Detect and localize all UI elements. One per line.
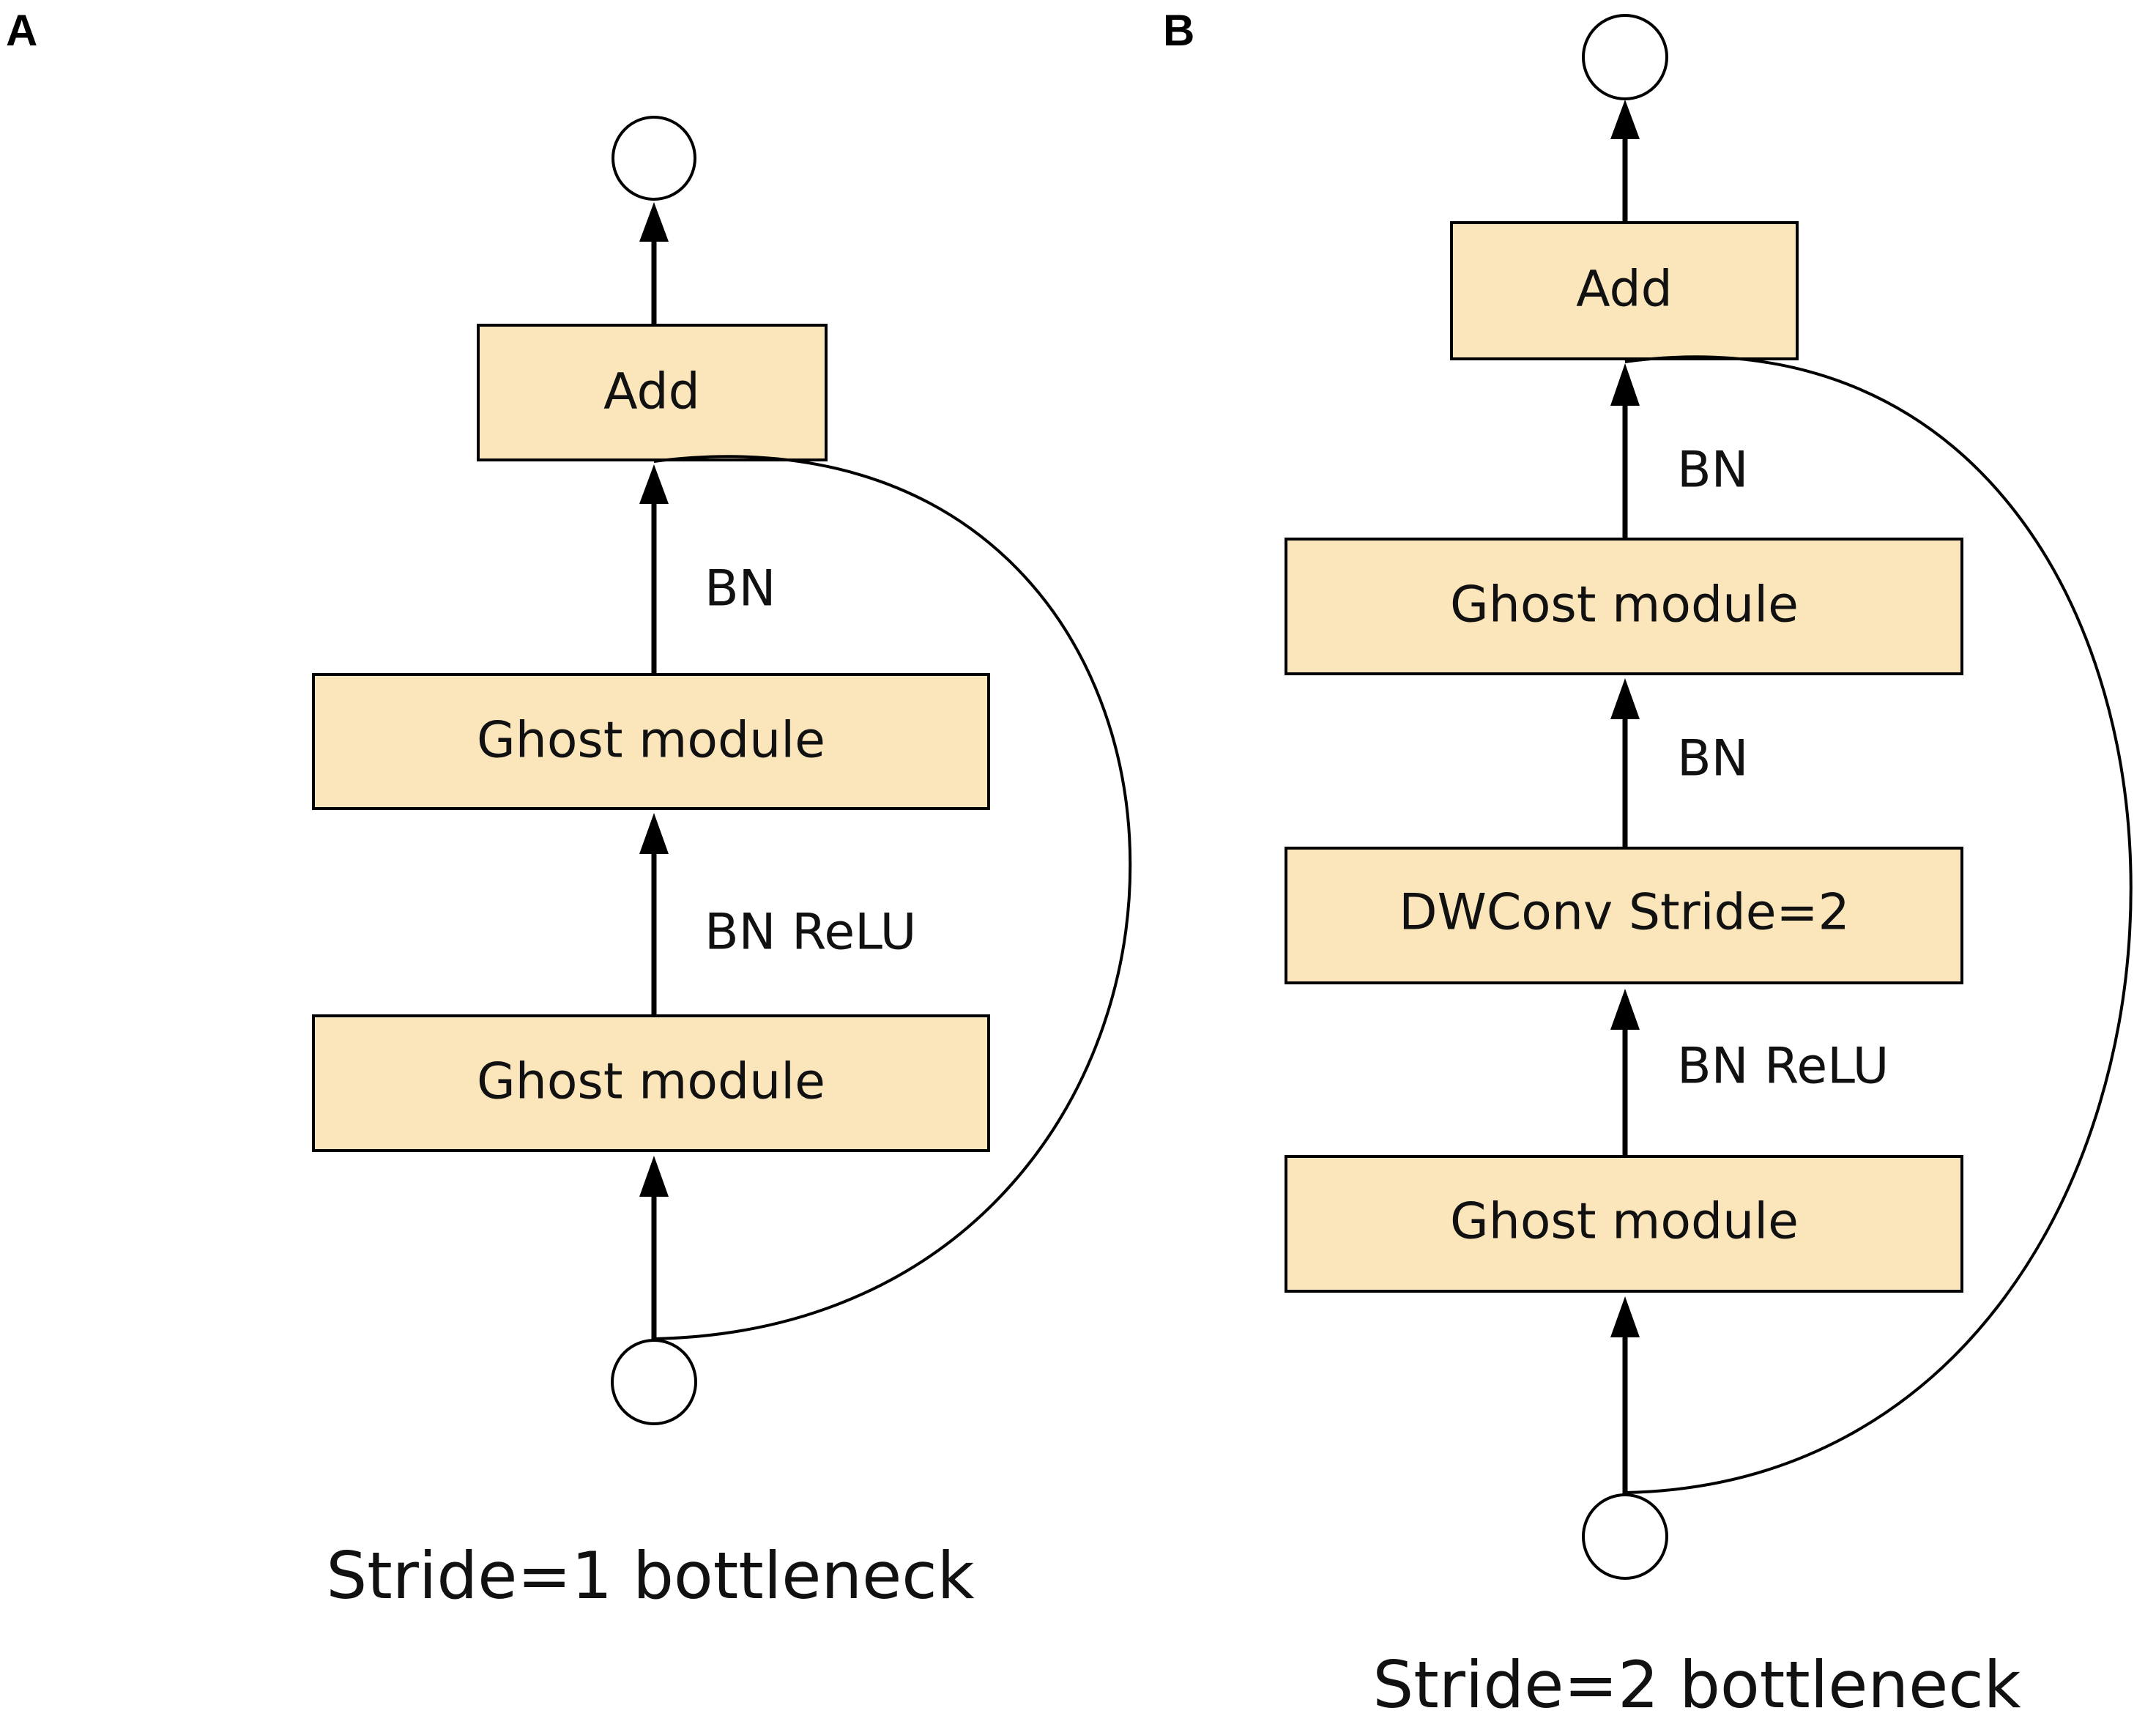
panel-b-arrow-ghost-to-dwconv	[1610, 989, 1640, 1155]
panel-a-input-node	[611, 1339, 697, 1425]
panel-a-label-bn: BN	[705, 560, 776, 618]
panel-b-ghost-top-label: Ghost module	[1450, 576, 1799, 634]
panel-b-input-node	[1582, 1493, 1668, 1580]
panel-b-skip-connection	[1624, 355, 2133, 1494]
panel-b-arrow-input-to-ghost	[1610, 1296, 1640, 1494]
panel-b-add-box: Add	[1450, 221, 1799, 360]
panel-a-add-box: Add	[477, 324, 828, 461]
panel-b-arrow-dwconv-to-ghost	[1610, 678, 1640, 847]
panel-b-ghost-bottom-label: Ghost module	[1450, 1193, 1799, 1251]
panel-a-arrow-input-to-ghost	[639, 1156, 669, 1340]
panel-b-label-bn-relu: BN ReLU	[1677, 1038, 1889, 1096]
panel-b-label-bn-mid: BN	[1677, 730, 1749, 788]
panel-b-dwconv-label: DWConv Stride=2	[1399, 884, 1850, 942]
panel-a-arrow-ghost-to-add	[639, 464, 669, 674]
panel-a-arrow-ghost-to-ghost	[639, 813, 669, 1015]
panel-b-output-node	[1582, 14, 1668, 100]
panel-b-add-label: Add	[1576, 261, 1673, 319]
panel-a-letter: A	[6, 6, 37, 55]
panel-b: B Add BN Ghost module BN	[1163, 6, 2133, 1723]
panel-a-caption: Stride=1 bottleneck	[326, 1538, 974, 1613]
panel-b-ghost-module-top: Ghost module	[1285, 538, 1963, 675]
panel-a-skip-connection	[653, 455, 1132, 1340]
panel-b-ghost-module-bottom: Ghost module	[1285, 1155, 1963, 1293]
panel-a-ghost-module-bottom: Ghost module	[312, 1014, 990, 1152]
panel-a-label-bn-relu: BN ReLU	[705, 904, 916, 962]
panel-a-add-label: Add	[603, 363, 700, 421]
panel-a-ghost-module-top: Ghost module	[312, 673, 990, 810]
panel-b-arrow-ghost-to-add	[1610, 363, 1640, 538]
panel-a-arrow-add-to-output	[639, 202, 669, 324]
panel-a-ghost-top-label: Ghost module	[477, 712, 825, 770]
panel-a-output-node	[612, 116, 696, 201]
panel-b-label-bn-top: BN	[1677, 442, 1749, 499]
panel-a-ghost-bottom-label: Ghost module	[477, 1053, 825, 1111]
panel-b-dwconv-box: DWConv Stride=2	[1285, 847, 1963, 984]
panel-a: A Add BN Ghost module BN ReLU	[6, 6, 1132, 1613]
panel-b-arrow-add-to-output	[1610, 100, 1640, 221]
panel-b-letter: B	[1163, 6, 1194, 55]
panel-b-caption: Stride=2 bottleneck	[1372, 1647, 2021, 1723]
